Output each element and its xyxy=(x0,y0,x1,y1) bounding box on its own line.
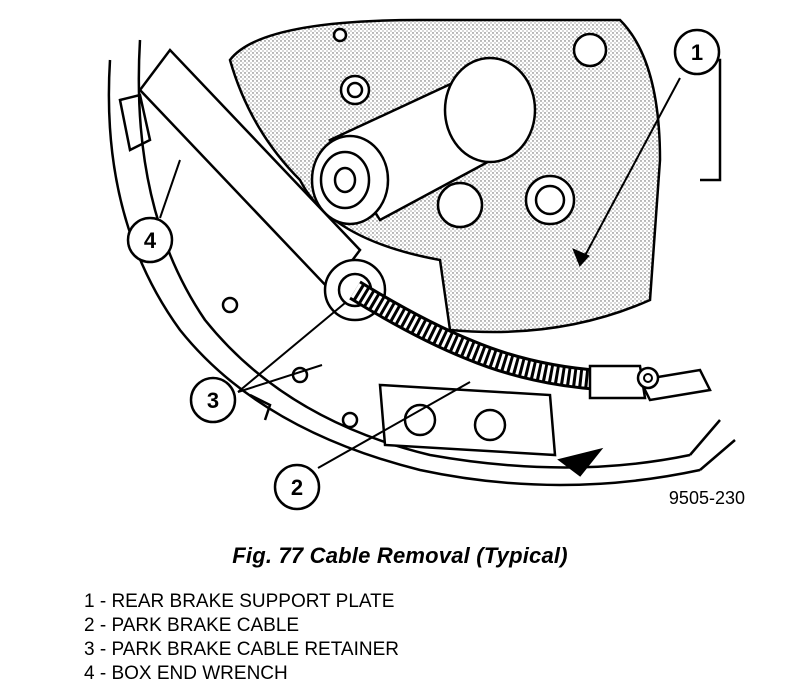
box-end-wrench-drawing xyxy=(138,48,387,322)
svg-text:1: 1 xyxy=(691,40,703,65)
callout-1: 1 xyxy=(673,28,721,76)
figure-caption: Fig. 77 Cable Removal (Typical) xyxy=(232,543,568,568)
svg-text:3: 3 xyxy=(207,388,219,413)
callout-3: 3 xyxy=(189,376,237,424)
legend-list: 1 - REAR BRAKE SUPPORT PLATE 2 - PARK BR… xyxy=(84,590,399,686)
legend-item: 2 - PARK BRAKE CABLE xyxy=(84,615,300,636)
callout-2: 2 xyxy=(273,463,321,511)
cable-removal-illustration: 1 2 3 4 9505-230 xyxy=(107,18,745,511)
axle-housing-drawing xyxy=(228,18,662,334)
callout-leader-lines xyxy=(159,77,681,469)
legend-item: 1 - REAR BRAKE SUPPORT PLATE xyxy=(84,591,395,612)
legend-item: 4 - BOX END WRENCH xyxy=(84,663,288,684)
cable-retainer-bracket-drawing xyxy=(378,383,557,457)
callout-4: 4 xyxy=(126,216,174,264)
park-brake-cable-drawing xyxy=(349,280,660,400)
svg-text:4: 4 xyxy=(144,228,157,253)
figure-number-label: 9505-230 xyxy=(669,488,745,508)
svg-text:2: 2 xyxy=(291,475,303,500)
legend-item: 3 - PARK BRAKE CABLE RETAINER xyxy=(84,639,399,660)
